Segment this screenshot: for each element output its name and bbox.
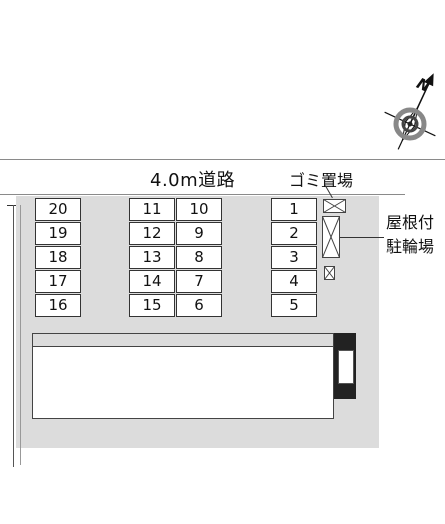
- small-storage-box: [324, 266, 335, 280]
- parking-space-13: 13: [129, 246, 175, 269]
- parking-space-12: 12: [129, 222, 175, 245]
- parking-space-7: 7: [176, 270, 222, 293]
- parking-space-15: 15: [129, 294, 175, 317]
- parking-space-9: 9: [176, 222, 222, 245]
- parking-space-17: 17: [35, 270, 81, 293]
- staircase-landing: [338, 350, 354, 384]
- parking-space-14: 14: [129, 270, 175, 293]
- building-corridor: [32, 333, 334, 347]
- parking-space-8: 8: [176, 246, 222, 269]
- trash-area-label: ゴミ置場: [289, 171, 354, 190]
- parking-space-3: 3: [271, 246, 317, 269]
- road-edge-top: [0, 159, 445, 160]
- parking-space-11: 11: [129, 198, 175, 221]
- parking-space-20: 20: [35, 198, 81, 221]
- road-label: 4.0m道路: [150, 170, 236, 191]
- parking-space-5: 5: [271, 294, 317, 317]
- bike-shelter-label: 屋根付 駐輪場: [386, 211, 434, 259]
- road-edge-bottom: [0, 194, 405, 195]
- left-boundary: [7, 205, 16, 206]
- left-fence-line: [20, 205, 21, 465]
- parking-space-2: 2: [271, 222, 317, 245]
- parking-space-18: 18: [35, 246, 81, 269]
- trash-area-box: [323, 199, 346, 213]
- bike-shelter-box: [322, 216, 340, 258]
- bike-shelter-label-line2: 駐輪場: [386, 237, 435, 256]
- compass-icon: [384, 73, 436, 150]
- building-footprint: [32, 333, 334, 419]
- parking-space-4: 4: [271, 270, 317, 293]
- parking-space-1: 1: [271, 198, 317, 221]
- bike-shelter-label-line1: 屋根付: [386, 213, 435, 232]
- left-boundary-line: [13, 205, 14, 467]
- parking-space-10: 10: [176, 198, 222, 221]
- bike-leader-line: [340, 237, 384, 238]
- parking-space-19: 19: [35, 222, 81, 245]
- parking-space-16: 16: [35, 294, 81, 317]
- parking-space-6: 6: [176, 294, 222, 317]
